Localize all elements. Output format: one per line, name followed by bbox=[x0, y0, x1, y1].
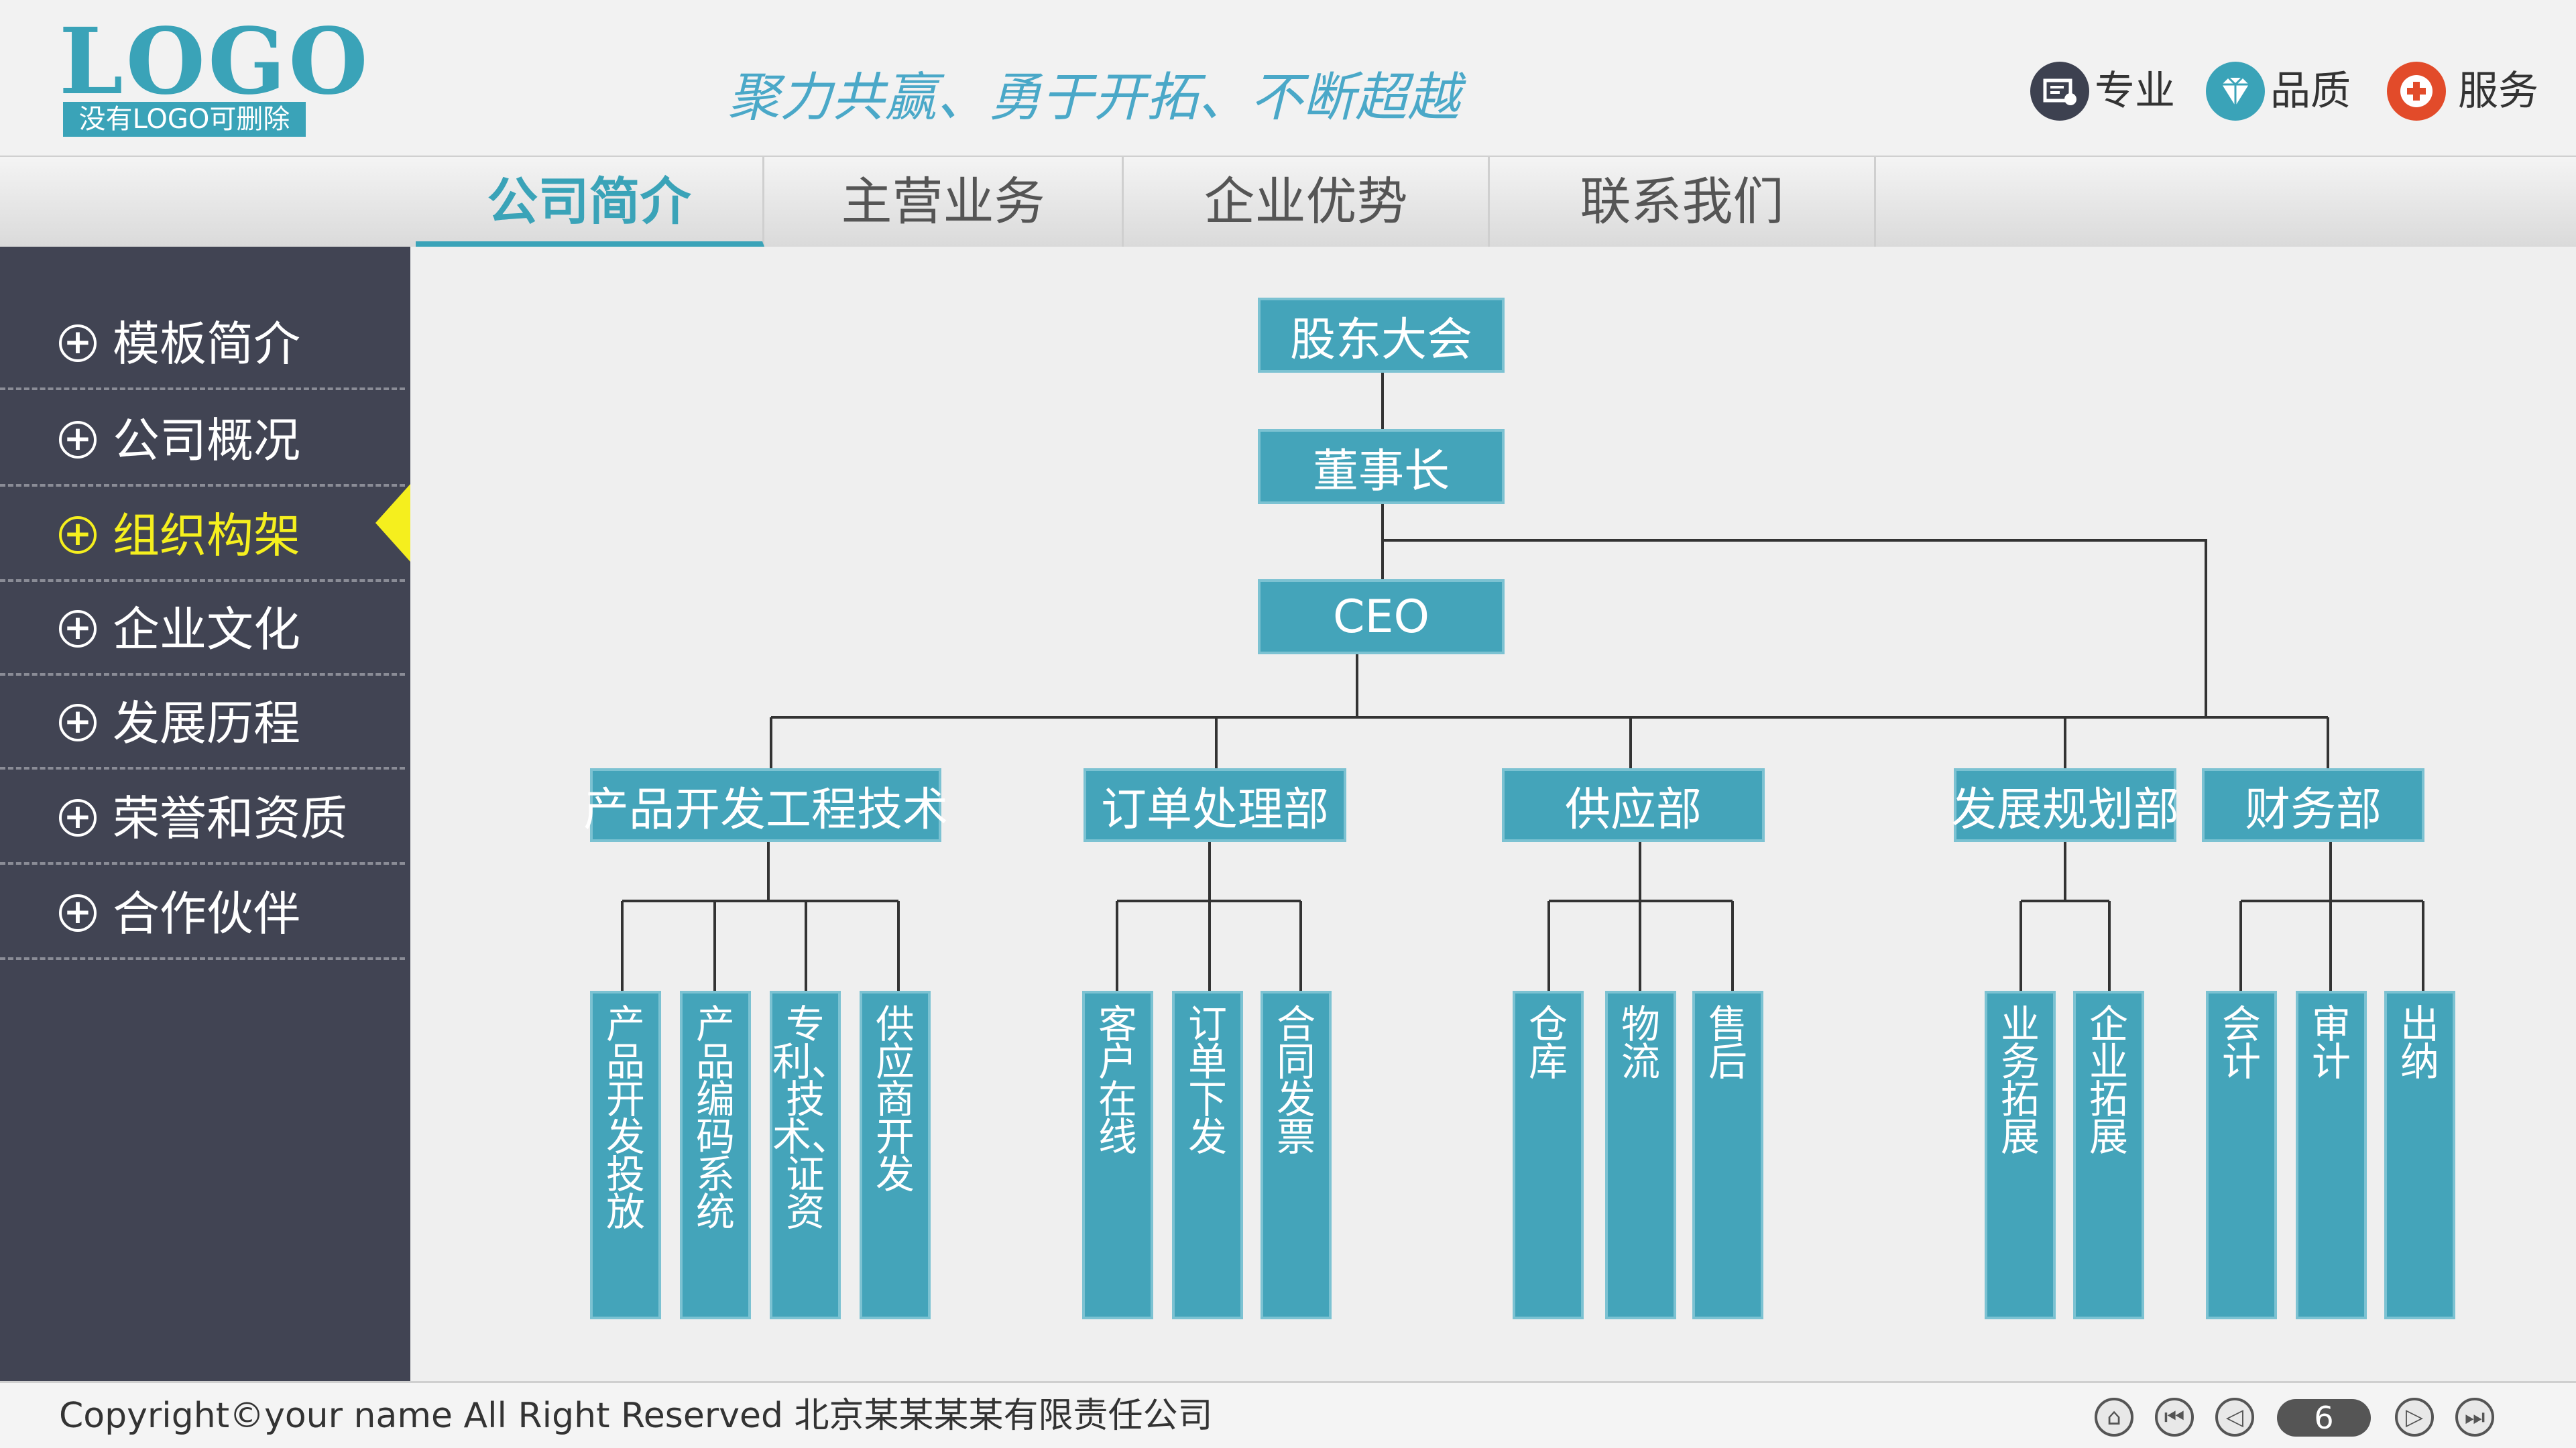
sidebar-item-honors[interactable]: + 荣誉和资质 bbox=[0, 771, 405, 865]
leaf-node: 客户在线 bbox=[1082, 991, 1153, 1319]
logo[interactable]: LOGO bbox=[59, 8, 371, 115]
node-dept-supply: 供应部 bbox=[1502, 768, 1765, 842]
header-label-service: 服务 bbox=[2458, 68, 2538, 115]
sidebar-item-label: 组织构架 bbox=[113, 508, 300, 563]
leaf-node: 售后 bbox=[1692, 991, 1763, 1319]
sidebar-item-label: 企业文化 bbox=[113, 602, 300, 657]
leaf-node: 专利、技术、证资 bbox=[770, 991, 850, 1319]
diamond-icon bbox=[2206, 62, 2265, 121]
leaf-node: 合同发票 bbox=[1261, 991, 1332, 1319]
node-ceo: CEO bbox=[1258, 579, 1505, 654]
plus-circle-icon: + bbox=[59, 516, 97, 554]
sidebar-item-label: 合作伙伴 bbox=[113, 886, 300, 941]
active-pointer-icon bbox=[375, 484, 410, 562]
plus-circle-icon: + bbox=[59, 421, 97, 459]
copyright-text: Copyright©your name All Right Reserved 北… bbox=[59, 1396, 1213, 1436]
tab-advantages[interactable]: 企业优势 bbox=[1124, 157, 1490, 247]
plus-circle-icon: + bbox=[59, 610, 97, 648]
page-number: 6 bbox=[2277, 1399, 2371, 1437]
leaf-node: 产品开发投放 bbox=[590, 991, 661, 1319]
leaf-node: 仓库 bbox=[1513, 991, 1584, 1319]
tab-contact-us[interactable]: 联系我们 bbox=[1490, 157, 1876, 247]
sidebar-item-label: 发展历程 bbox=[113, 696, 300, 751]
sidebar-item-company-overview[interactable]: + 公司概况 bbox=[0, 393, 405, 487]
sidebar-item-template-intro[interactable]: + 模板简介 bbox=[0, 296, 405, 390]
leaf-node: 订单下发 bbox=[1172, 991, 1243, 1319]
node-chairman: 董事长 bbox=[1258, 429, 1505, 504]
leaf-node: 审计 bbox=[2296, 991, 2367, 1319]
org-chart-connectors bbox=[621, 371, 2424, 991]
leaf-node: 会计 bbox=[2206, 991, 2277, 1319]
node-shareholders-meeting: 股东大会 bbox=[1258, 298, 1505, 373]
plus-circle-icon: + bbox=[59, 799, 97, 837]
leaf-node: 业务拓展 bbox=[1985, 991, 2056, 1319]
sidebar: + 模板简介 + 公司概况 + 组织构架 + 企业文化 + 发展历程 + 荣誉和… bbox=[0, 247, 410, 1381]
slogan: 聚力共赢、勇于开拓、不断超越 bbox=[727, 68, 1460, 128]
sidebar-item-label: 公司概况 bbox=[113, 413, 300, 468]
sidebar-item-label: 模板简介 bbox=[113, 316, 300, 371]
leaf-node: 供应商开发 bbox=[860, 991, 931, 1319]
leaf-node: 物流 bbox=[1605, 991, 1676, 1319]
tab-main-business[interactable]: 主营业务 bbox=[764, 157, 1124, 247]
header-label-quality: 品质 bbox=[2270, 68, 2351, 115]
sidebar-item-partners[interactable]: + 合作伙伴 bbox=[0, 866, 405, 960]
plus-circle-icon: + bbox=[59, 894, 97, 932]
node-dept-development-planning: 发展规划部 bbox=[1951, 768, 2179, 842]
home-icon[interactable]: ⌂ bbox=[2095, 1398, 2133, 1437]
node-dept-product-engineering: 产品开发工程技术 bbox=[583, 768, 948, 842]
certificate-icon bbox=[2030, 62, 2089, 121]
sidebar-item-culture[interactable]: + 企业文化 bbox=[0, 582, 405, 676]
header-label-professional: 专业 bbox=[2095, 68, 2175, 115]
last-page-icon[interactable]: ⏭ bbox=[2455, 1398, 2494, 1437]
logo-subtitle: 没有LOGO可删除 bbox=[63, 102, 306, 137]
first-page-icon[interactable]: ⏮ bbox=[2155, 1398, 2194, 1437]
header-icons: 专业 品质 服务 bbox=[2030, 58, 2553, 129]
plus-service-icon bbox=[2387, 62, 2446, 121]
leaf-node: 产品编码系统 bbox=[680, 991, 751, 1319]
header: LOGO 没有LOGO可删除 聚力共赢、勇于开拓、不断超越 专业 品质 服务 bbox=[0, 0, 2576, 156]
next-page-icon[interactable]: ▷ bbox=[2395, 1398, 2434, 1437]
node-dept-finance: 财务部 bbox=[2202, 768, 2424, 842]
main-nav: 公司简介 主营业务 企业优势 联系我们 bbox=[0, 156, 2576, 247]
prev-page-icon[interactable]: ◁ bbox=[2215, 1398, 2254, 1437]
plus-circle-icon: + bbox=[59, 704, 97, 741]
plus-circle-icon: + bbox=[59, 324, 97, 362]
sidebar-item-history[interactable]: + 发展历程 bbox=[0, 676, 405, 770]
leaf-node: 出纳 bbox=[2384, 991, 2455, 1319]
tab-company-profile[interactable]: 公司简介 bbox=[416, 157, 764, 247]
sidebar-item-label: 荣誉和资质 bbox=[113, 791, 347, 846]
leaf-node: 企业拓展 bbox=[2073, 991, 2144, 1319]
sidebar-item-org-structure[interactable]: + 组织构架 bbox=[0, 488, 405, 582]
node-dept-order-processing: 订单处理部 bbox=[1084, 768, 1346, 842]
footer: Copyright©your name All Right Reserved 北… bbox=[0, 1381, 2576, 1448]
